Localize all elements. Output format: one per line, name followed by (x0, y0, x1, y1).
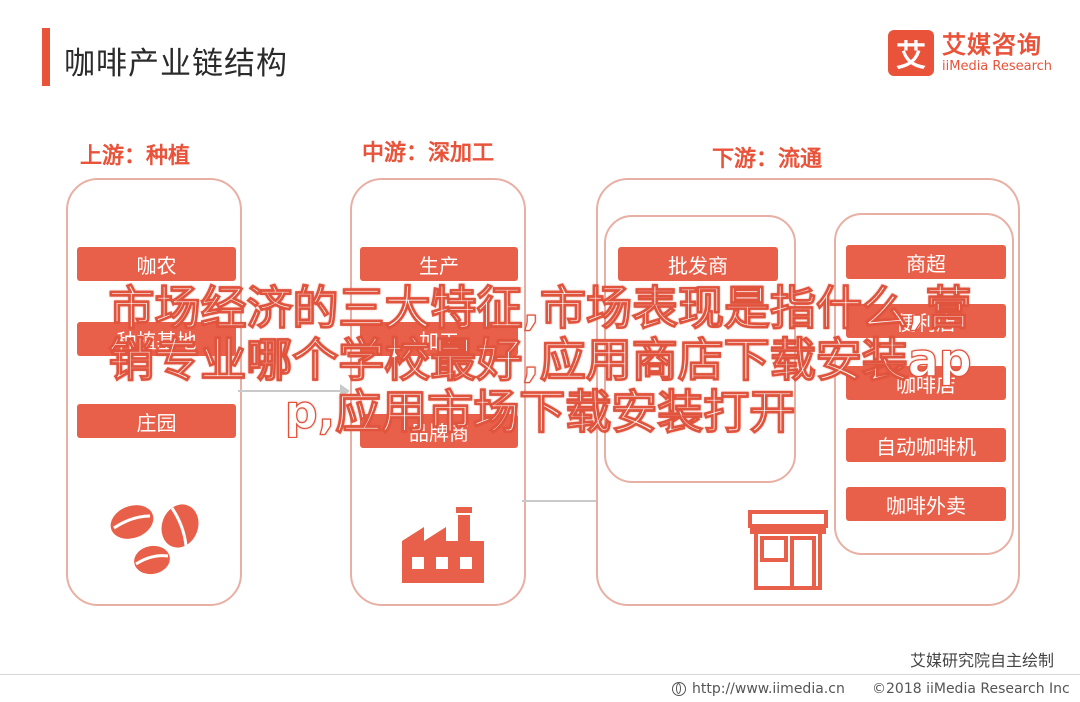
midstream-item: 加工 (360, 322, 518, 356)
upstream-title: 上游：种植 (80, 143, 191, 169)
flow-arrow-line (238, 390, 342, 392)
upstream-item: 种植基地 (77, 322, 236, 356)
wholesale-item: 批发商 (618, 247, 778, 281)
footer-copyright: ©2018 iiMedia Research Inc (872, 681, 1070, 697)
retail-item: 商超 (846, 245, 1006, 279)
midstream-item: 生产 (360, 247, 518, 281)
logo-cn: 艾媒咨询 (942, 31, 1042, 59)
upstream-item: 庄园 (77, 404, 236, 438)
footer-url[interactable]: http://www.iimedia.cn (672, 681, 845, 697)
factory-icon (402, 507, 484, 583)
globe-icon (672, 682, 686, 696)
footer-credit: 艾媒研究院自主绘制 (909, 651, 1054, 670)
overlay-line: 销专业哪个学校最好,应用商店下载安装ap (108, 334, 973, 386)
footer-divider (0, 674, 1080, 675)
page-title: 咖啡产业链结构 (64, 46, 288, 82)
retail-item: 自动咖啡机 (846, 428, 1006, 462)
retail-item: 咖啡店 (846, 366, 1006, 400)
title-accent-bar (42, 28, 50, 86)
shop-icon (748, 510, 828, 590)
footer-url-text[interactable]: http://www.iimedia.cn (692, 681, 845, 697)
downstream-title: 下游：流通 (712, 146, 823, 172)
coffee-beans-icon (110, 504, 199, 575)
midstream-title: 中游：深加工 (362, 140, 495, 166)
overlay-line: p,应用市场下载安装打开 (284, 386, 796, 438)
upstream-item: 咖农 (77, 247, 236, 281)
iimedia-logo: 艾 艾媒咨询 iiMedia Research (888, 30, 1052, 76)
retail-item: 咖啡外卖 (846, 487, 1006, 521)
midstream-item: 品牌商 (360, 414, 518, 448)
logo-text: 艾媒咨询 iiMedia Research (942, 31, 1052, 75)
logo-en: iiMedia Research (942, 59, 1053, 74)
logo-mark: 艾 (888, 30, 934, 76)
overlay-line: 市场经济的三大特征,市场表现是指什么,营 (108, 282, 972, 334)
overlay-caption: 市场经济的三大特征,市场表现是指什么,营 销专业哪个学校最好,应用商店下载安装a… (0, 282, 1080, 438)
flow-arrow-head (340, 384, 350, 398)
retail-item: 便利店 (846, 304, 1006, 338)
